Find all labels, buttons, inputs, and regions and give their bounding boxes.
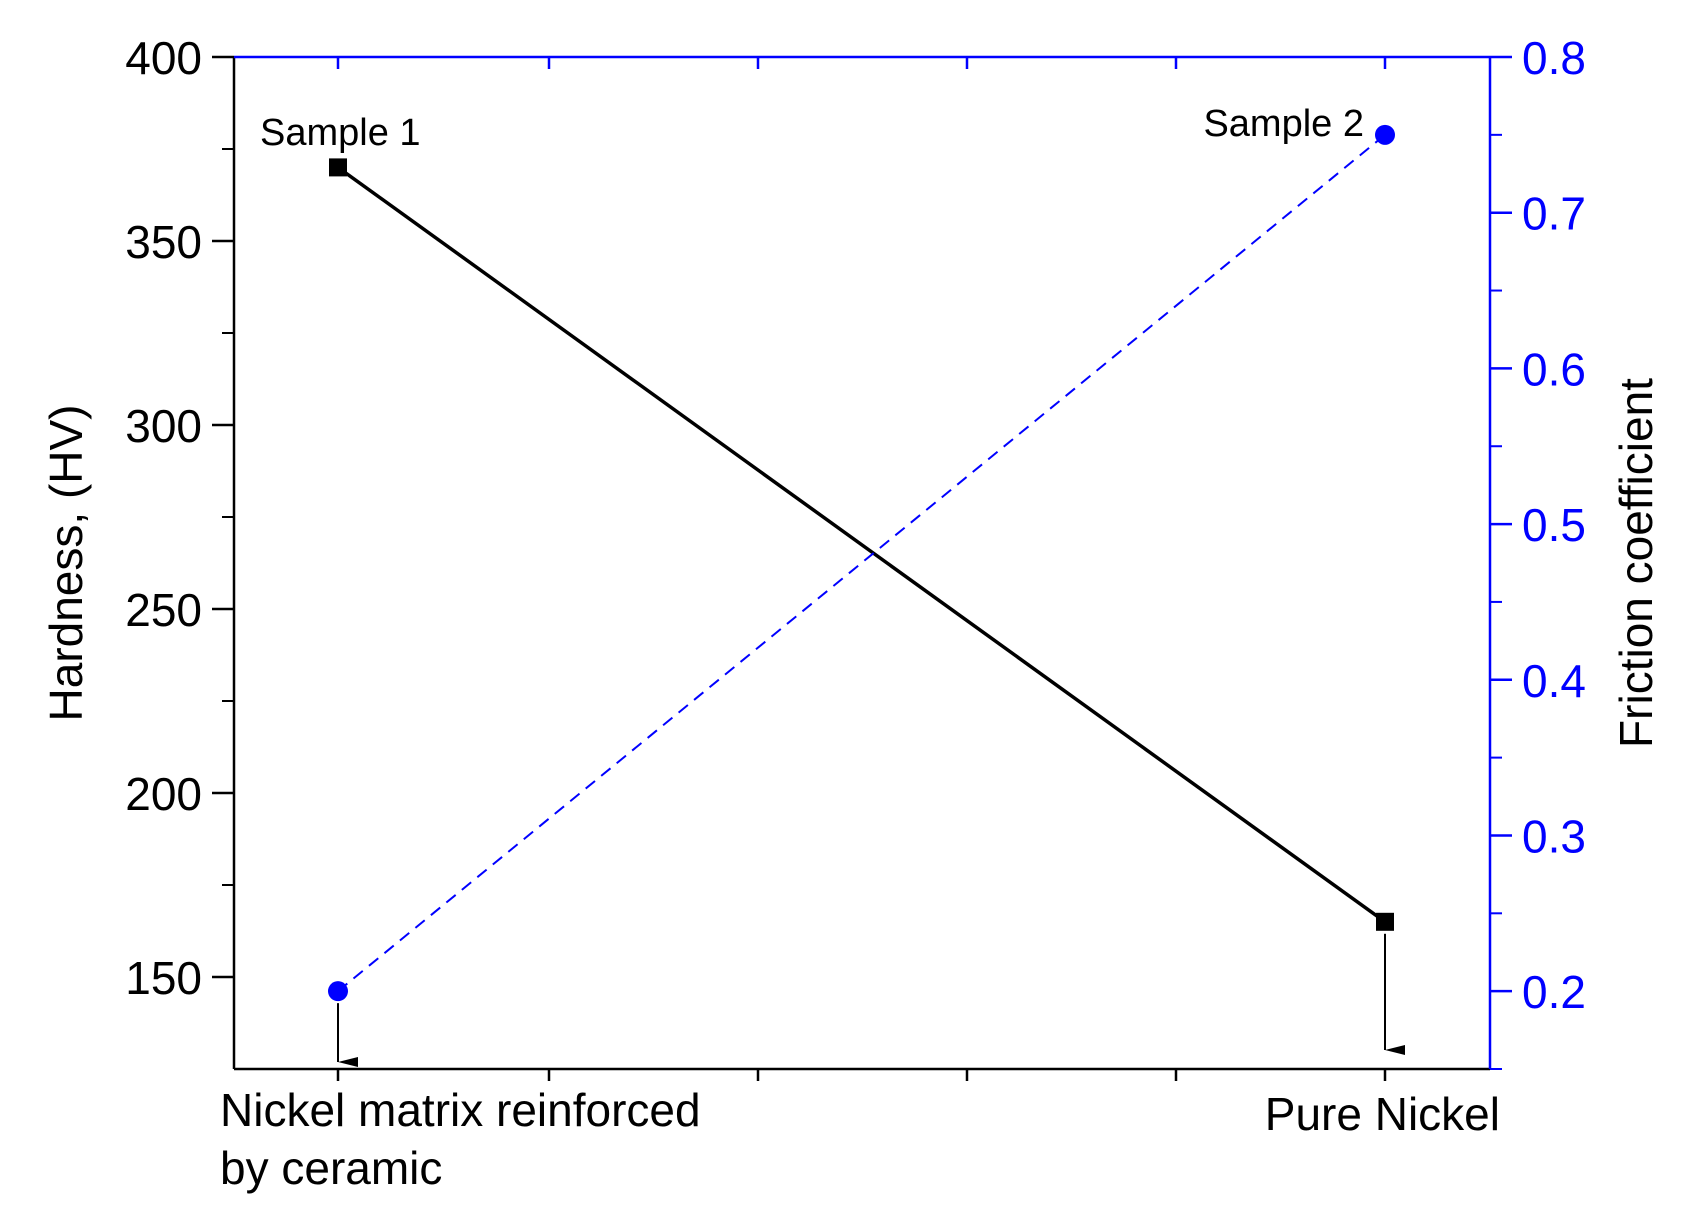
sample-1-annotation: Sample 1 xyxy=(260,112,421,154)
friction-series-line xyxy=(337,134,1386,992)
x-category-label: by ceramic xyxy=(220,1142,442,1194)
y-right-tick-label: 0.6 xyxy=(1522,343,1586,395)
sample-2-annotation: Sample 2 xyxy=(1203,103,1364,145)
y-right-tick-label: 0.8 xyxy=(1522,32,1586,84)
hardness-point[interactable] xyxy=(329,158,347,177)
friction-point[interactable] xyxy=(328,981,348,1002)
y-left-tick-label: 400 xyxy=(125,32,202,84)
y-left-tick-label: 150 xyxy=(125,952,202,1004)
hardness-series-line xyxy=(336,165,1387,924)
y-right-tick-label: 0.4 xyxy=(1522,655,1586,707)
y-left-tick-label: 200 xyxy=(125,768,202,820)
x-category-label: Nickel matrix reinforced xyxy=(220,1084,701,1136)
plot-area: 150 200 250 300 350 400 0.2 0.3 0.4 0.5 0.6 0.7 0.8N… xyxy=(40,32,1662,1194)
friction-point[interactable] xyxy=(1375,124,1395,145)
y-left-axis-title: Hardness, (HV) xyxy=(40,405,92,722)
hardness-point[interactable] xyxy=(1376,912,1394,931)
y-right-tick-label: 0.3 xyxy=(1522,810,1586,862)
y-right-tick-label: 0.5 xyxy=(1522,499,1586,551)
y-left-tick-label: 250 xyxy=(125,584,202,636)
y-left-tick-label: 300 xyxy=(125,400,202,452)
y-right-tick-label: 0.2 xyxy=(1522,966,1586,1018)
x-category-label: Pure Nickel xyxy=(1265,1088,1500,1140)
y-right-tick-label: 0.7 xyxy=(1522,188,1586,240)
y-left-tick-label: 350 xyxy=(125,216,202,268)
y-right-axis-title: Friction coefficient xyxy=(1610,378,1662,748)
